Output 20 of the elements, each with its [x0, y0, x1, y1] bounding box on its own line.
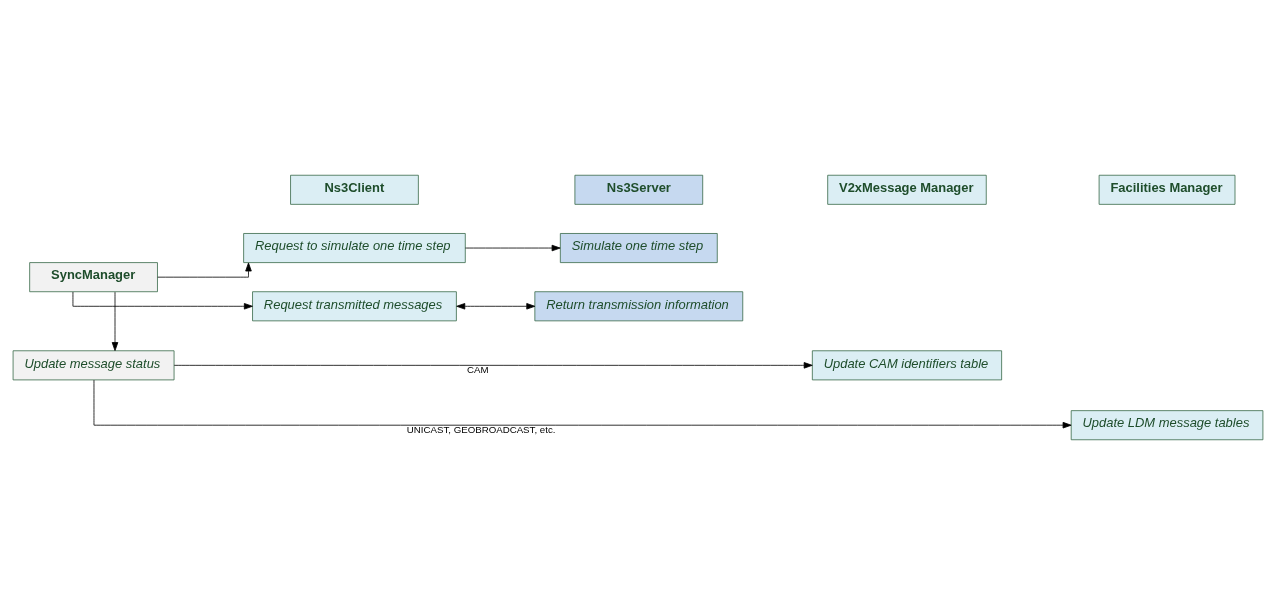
node-box: Request transmitted messages: [252, 291, 457, 322]
arrow: [93, 379, 1072, 429]
node-box: Update CAM identifiers table: [811, 350, 1003, 381]
arrow: [157, 262, 252, 278]
arrow: [173, 362, 813, 369]
node-box: Update LDM message tables: [1070, 410, 1264, 441]
arrow: [111, 291, 119, 351]
arrow: [465, 244, 561, 252]
node-box: Request to simulate one time step: [243, 233, 466, 263]
node-box: Ns3Server: [574, 174, 704, 205]
node-box: Return transmission information: [534, 291, 744, 322]
node-box: Simulate one time step: [559, 233, 718, 263]
node-box: Update message status: [12, 350, 175, 381]
node-box: Facilities Manager: [1098, 174, 1236, 205]
edge-label: UNICAST, GEOBROADCAST, etc.: [406, 423, 556, 435]
node-box: V2xMessage Manager: [827, 174, 987, 205]
edge-label: CAM: [467, 364, 489, 376]
node-box: Ns3Client: [290, 174, 419, 205]
arrow: [456, 303, 536, 310]
node-box: SyncManager: [29, 262, 158, 293]
